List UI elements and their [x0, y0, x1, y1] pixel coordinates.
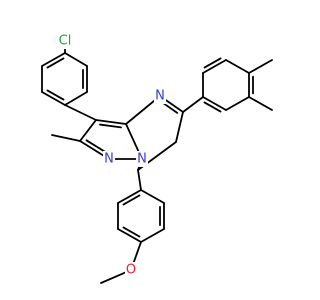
aryl-link-bond — [137, 169, 142, 191]
pyrazole-bond — [79, 119, 97, 142]
pyrimidine-bond — [175, 111, 184, 143]
chlorophenyl-bond-inner — [46, 57, 65, 69]
chlorophenyl-bond — [64, 91, 88, 106]
naphthyl-bond — [225, 59, 250, 74]
molecule-canvas: Cl N N N O — [41, 33, 273, 284]
atom-labels: Cl N N N O — [54, 33, 166, 278]
pyrazole-bond-inner — [99, 123, 122, 129]
pyrazole-bond-inner — [85, 139, 108, 154]
chlorophenyl-bond-inner — [46, 89, 65, 101]
methoxyphenyl-bond-inner — [122, 194, 141, 206]
label-bg — [103, 151, 115, 167]
pyrazole-bond — [95, 119, 127, 125]
naphthyl-bond — [202, 59, 227, 74]
pyrazole-nitrogen-label: N — [104, 152, 114, 167]
bridgehead-nitrogen-label: N — [137, 152, 147, 167]
methoxy-oxygen-label: O — [126, 263, 136, 278]
label-bg — [136, 151, 148, 167]
label-bg — [54, 33, 76, 49]
methoxyphenyl-bond — [117, 228, 142, 243]
chlorophenyl-bond — [41, 52, 66, 67]
methoxyphenyl-bond — [140, 228, 165, 243]
chlorophenyl-bond — [41, 91, 66, 106]
methoxyphenyl-bond — [140, 189, 165, 204]
label-bg — [125, 262, 137, 278]
methyl-bond — [51, 134, 81, 142]
aryl-link-bond — [64, 104, 97, 121]
naphthyl-bond — [202, 96, 227, 111]
chlorine-atom-label: Cl — [59, 34, 72, 49]
naphthyl-link-bond — [182, 96, 204, 113]
naphthyl-bond-inner — [203, 57, 222, 69]
methoxyphenyl-bond — [117, 189, 142, 204]
label-bg — [154, 88, 166, 104]
pyrimidine-nitrogen-label: N — [155, 89, 165, 104]
naphthyl-bond — [225, 96, 250, 111]
naphthyl-bond — [248, 96, 273, 111]
naphthyl-bond-inner — [203, 101, 222, 113]
bond-layer — [41, 40, 273, 284]
naphthyl-bond — [248, 59, 273, 74]
chemical-structure-diagram: Cl N N N O — [41, 33, 273, 284]
methoxyphenyl-bond-inner — [122, 226, 141, 238]
chlorophenyl-bond — [64, 52, 88, 67]
